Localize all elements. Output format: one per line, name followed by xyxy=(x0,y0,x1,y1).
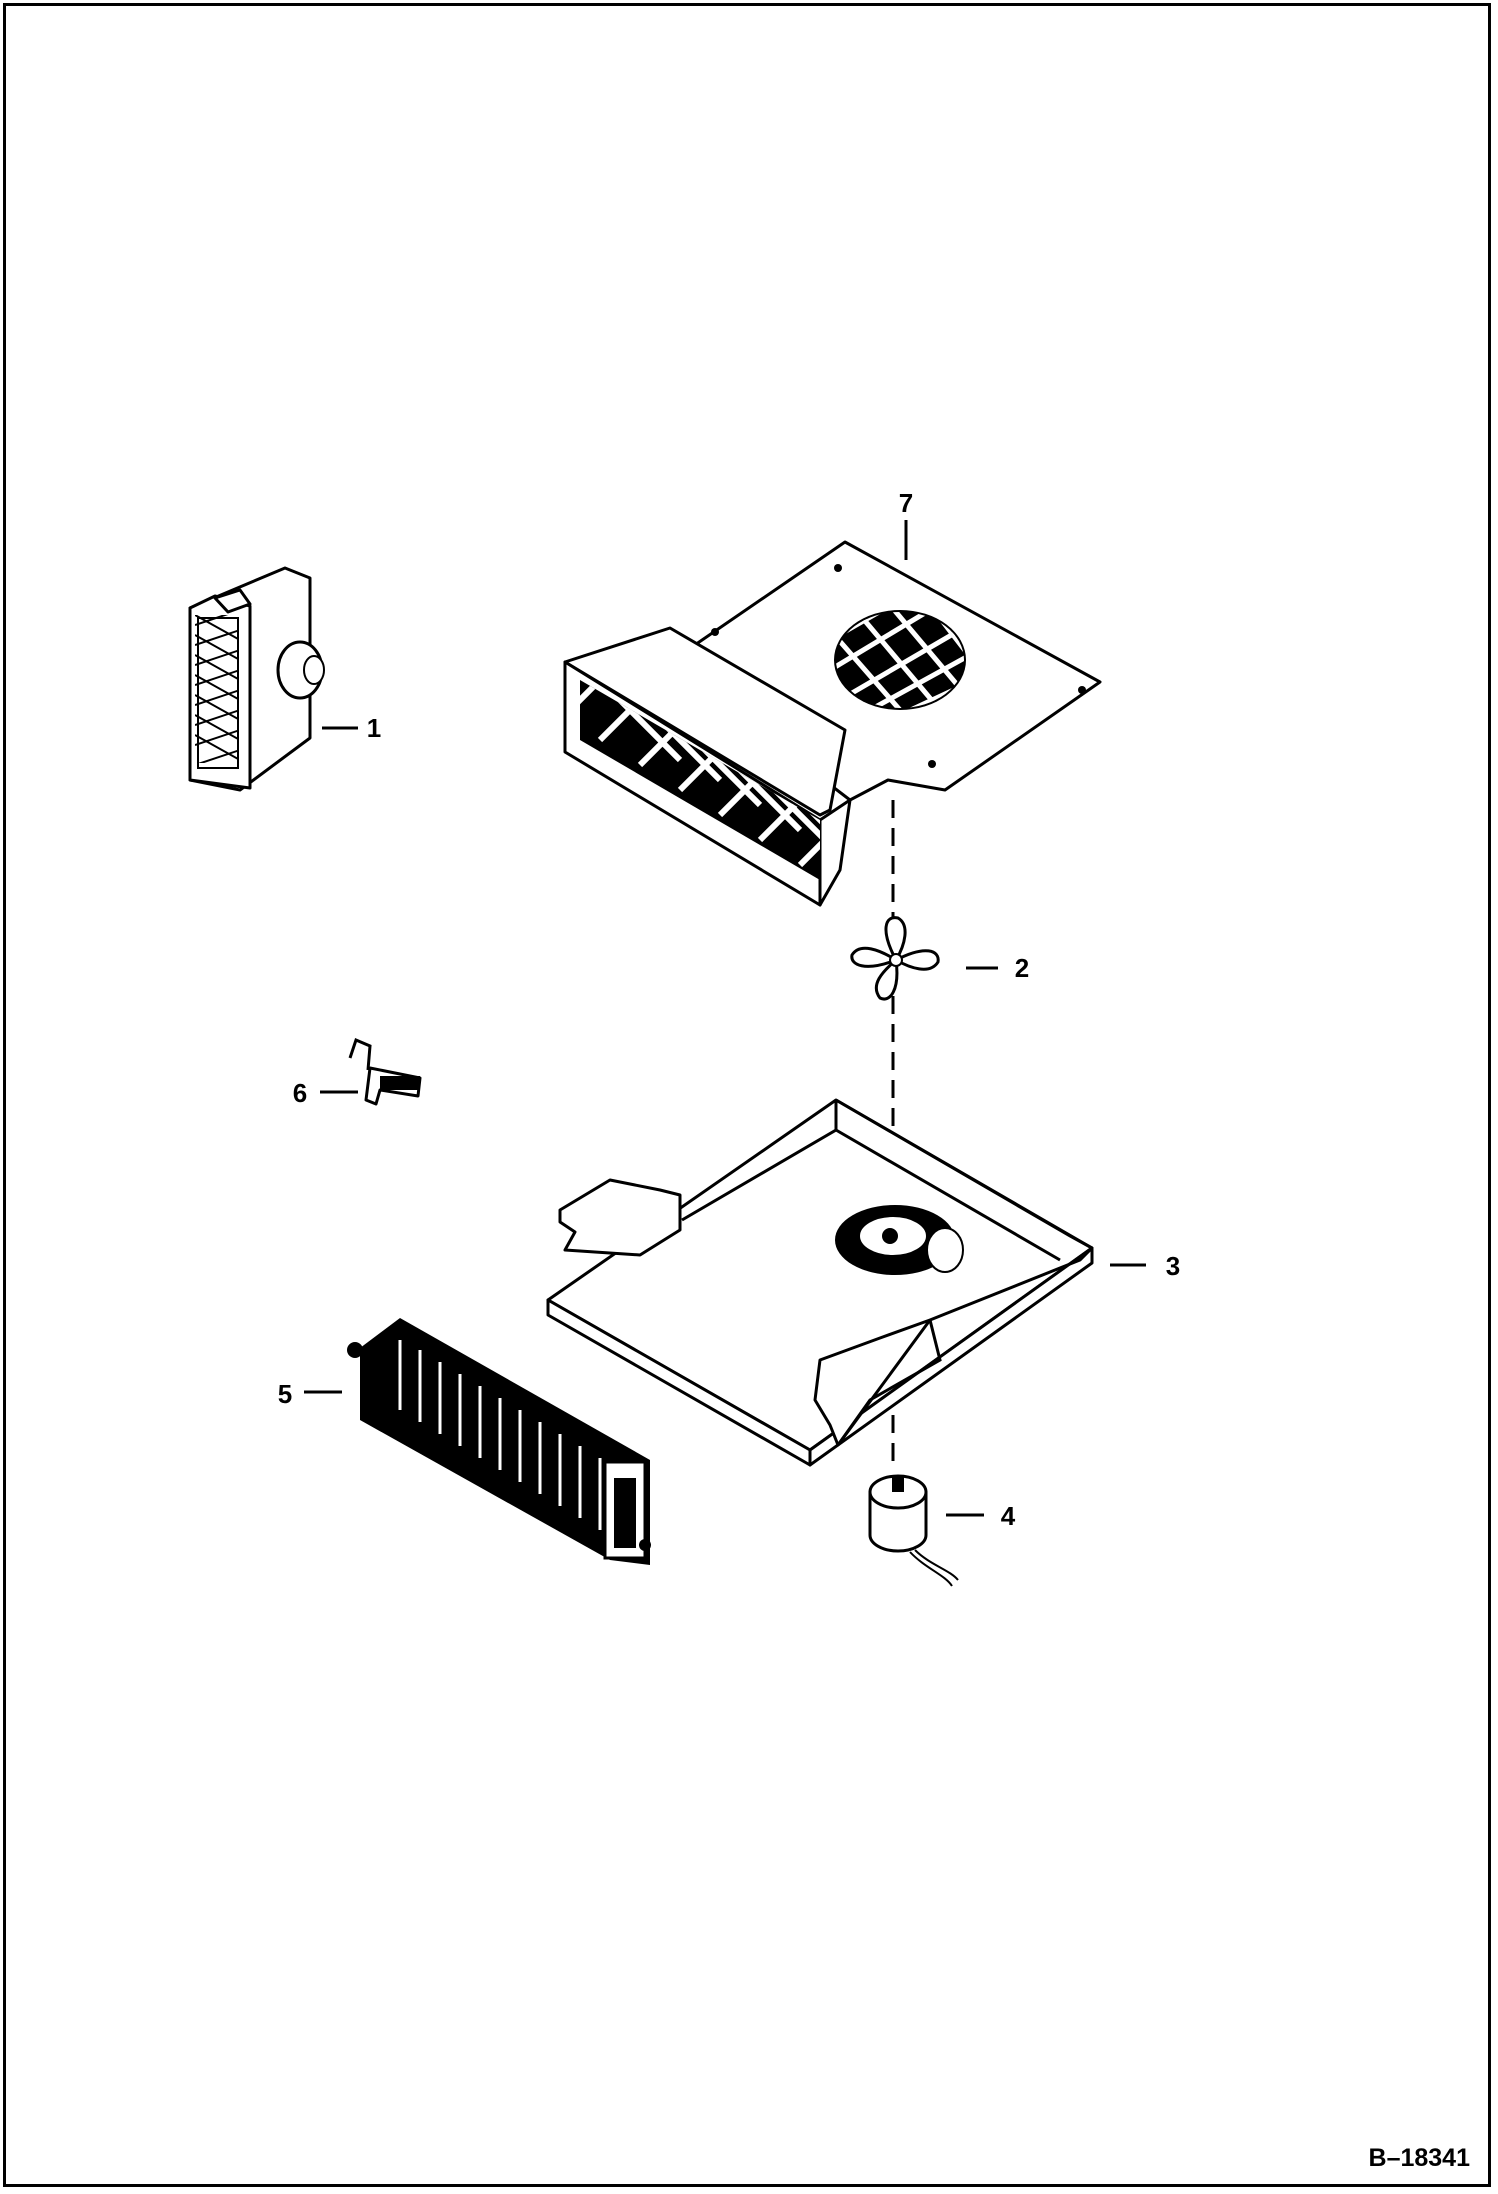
figure-reference: B–18341 xyxy=(1369,2144,1471,2172)
callout-3: 3 xyxy=(1166,1251,1180,1281)
lower-tray-part-3 xyxy=(546,1098,1094,1467)
heater-core-part-5 xyxy=(347,1318,651,1565)
control-box-part-1 xyxy=(188,566,325,792)
clip-bracket-part-6 xyxy=(348,1037,422,1106)
motor-part-4 xyxy=(868,1474,959,1587)
callout-5: 5 xyxy=(278,1379,292,1409)
callout-6: 6 xyxy=(293,1078,307,1108)
callout-2: 2 xyxy=(1015,953,1029,983)
page-frame xyxy=(3,3,1491,2187)
fan-blade-part-2 xyxy=(850,916,940,1001)
callout-7: 7 xyxy=(899,488,913,518)
callout-4: 4 xyxy=(1001,1501,1016,1531)
callout-1: 1 xyxy=(367,713,381,743)
upper-housing-part-7 xyxy=(563,540,1102,907)
